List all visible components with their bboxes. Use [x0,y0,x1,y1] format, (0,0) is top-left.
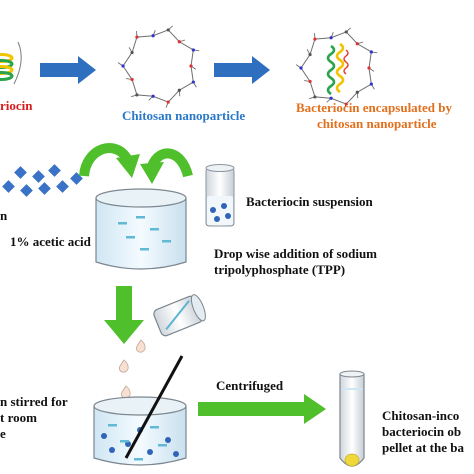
encapsulated-ring-icon [295,27,378,110]
result-label-line1: Chitosan-inco [382,408,460,423]
stir-rod-icon [124,355,184,459]
centrifuge-arrow-icon [198,394,326,424]
stirred-label-line2: t room [0,410,37,425]
centrifuged-label: Centrifuged [216,378,284,393]
result-label-line2: bacteriocin ob [382,424,462,439]
stirred-label-line3: e [0,426,6,441]
chitosan-ring-icon [117,25,200,108]
encapsulated-label-line1: Bacteriocin encapsulated by [296,100,452,115]
beaker-icon [95,188,187,270]
encapsulated-helix-icon [326,42,349,96]
left-cut-label: n [0,208,8,223]
curved-arrow-left-icon [79,143,140,178]
coiled-protein-icon [0,41,22,85]
arrow-to-chitosan-icon [40,56,96,84]
test-tube-icon [205,164,235,227]
tpp-drops-icon [118,339,146,399]
acetic-acid-label: 1% acetic acid [10,234,91,249]
stirred-label-line1: n stirred for [0,394,68,409]
result-label-line3: pellet at the ba [382,440,464,455]
dropwise-label-line1: Drop wise addition of sodium [214,246,378,261]
bacteriocin-label: riocin [0,98,33,113]
curved-arrow-right-icon [140,148,193,184]
bacteriocin-suspension-label: Bacteriocin suspension [246,194,373,209]
dropper-icon [153,294,206,337]
encapsulated-label-line2: chitosan nanoparticle [317,116,437,131]
chitosan-nanoparticle-label: Chitosan nanoparticle [122,108,246,123]
dropwise-label-line2: tripolyphosphate (TPP) [214,262,346,277]
powder-icon [2,164,83,197]
down-arrow-icon [104,286,144,344]
arrow-to-encapsulated-icon [214,56,270,84]
centrifuge-tube-icon [339,370,365,467]
